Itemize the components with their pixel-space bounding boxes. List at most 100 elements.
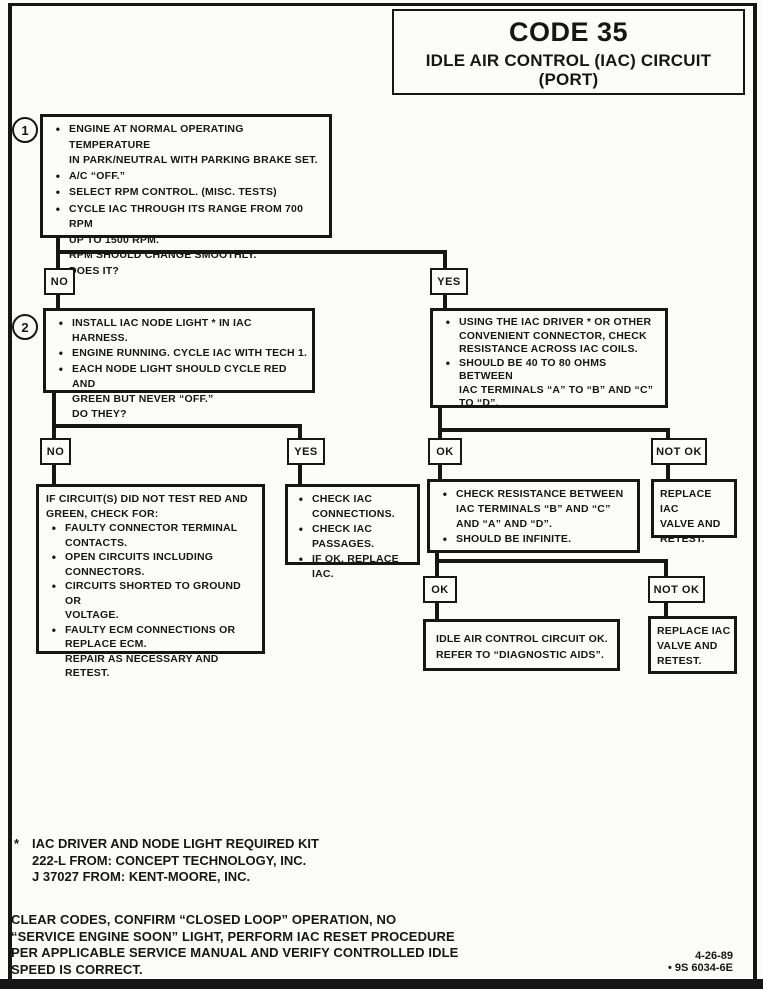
bullet-item: FAULTY CONNECTOR TERMINAL CONTACTS.: [43, 521, 258, 550]
page-border-left: [8, 3, 12, 979]
connector: [52, 424, 302, 428]
bullet-dot: [47, 169, 69, 186]
circuit-fail-bullets: FAULTY CONNECTOR TERMINAL CONTACTS. OPEN…: [39, 521, 262, 681]
decision-4-ok: OK: [423, 576, 457, 603]
page-border-right: [753, 3, 757, 979]
infinite-check-bullets: CHECK RESISTANCE BETWEEN IAC TERMINALS “…: [430, 482, 637, 548]
subtitle-line-1: IDLE AIR CONTROL (IAC) CIRCUIT: [425, 51, 712, 70]
coil-resistance-box: USING THE IAC DRIVER * OR OTHER CONVENIE…: [430, 308, 668, 411]
replace-iac-text: REPLACE IAC VALVE AND RETEST.: [657, 625, 731, 667]
title-box: CODE 35 IDLE AIR CONTROL (IAC) CIRCUIT (…: [392, 9, 745, 95]
connector: [438, 428, 442, 438]
replace-iac-box-2: REPLACE IAC VALVE AND RETEST.: [648, 616, 737, 674]
bullet-item: IF OK, REPLACE IAC.: [290, 552, 413, 582]
bullet-item: USING THE IAC DRIVER * OR OTHER CONVENIE…: [437, 316, 661, 357]
connector: [666, 428, 670, 438]
bullet-item: SHOULD BE 40 TO 80 OHMS BETWEEN IAC TERM…: [437, 357, 661, 411]
bullet-item: SELECT RPM CONTROL. (MISC. TESTS): [47, 185, 325, 202]
connector: [56, 250, 447, 254]
doc-info: 4-26-89 • 9S 6034-6E: [668, 950, 733, 974]
bottom-note: CLEAR CODES, CONFIRM “CLOSED LOOP” OPERA…: [11, 912, 459, 977]
connector: [664, 603, 668, 616]
page-subtitle: IDLE AIR CONTROL (IAC) CIRCUIT (PORT): [394, 51, 743, 89]
step-2-bullets: INSTALL IAC NODE LIGHT * IN IAC HARNESS.…: [46, 311, 312, 422]
connector: [52, 393, 56, 428]
bullet-dot: [43, 521, 65, 550]
doc-date: 4-26-89: [695, 950, 733, 962]
connector: [52, 465, 56, 484]
iac-check-box: CHECK IAC CONNECTIONS. CHECK IAC PASSAGE…: [285, 484, 420, 580]
connector: [56, 295, 60, 308]
connector: [664, 559, 668, 576]
page-border-bottom-bar: [0, 979, 763, 989]
bullet-item: FAULTY ECM CONNECTIONS OR REPLACE ECM. R…: [43, 623, 258, 681]
subtitle-line-2: (PORT): [538, 70, 599, 89]
bullet-dot: [47, 185, 69, 202]
footnote-asterisk: *: [14, 836, 20, 851]
replace-iac-box-1: REPLACE IAC VALVE AND RETEST.: [651, 479, 737, 545]
decision-3-not-ok: NOT OK: [651, 438, 707, 465]
bullet-dot: [50, 316, 72, 346]
circuit-ok-box: IDLE AIR CONTROL CIRCUIT OK. REFER TO “D…: [423, 619, 620, 671]
coil-resistance-bullets: USING THE IAC DRIVER * OR OTHER CONVENIE…: [433, 311, 665, 411]
bullet-dot: [43, 550, 65, 579]
connector: [56, 250, 60, 268]
bullet-item: CHECK RESISTANCE BETWEEN IAC TERMINALS “…: [434, 487, 633, 532]
bullet-dot: [434, 487, 456, 532]
bullet-dot: [437, 316, 459, 357]
circuit-ok-text: IDLE AIR CONTROL CIRCUIT OK. REFER TO “D…: [436, 633, 608, 661]
bullet-dot: [47, 122, 69, 169]
bullet-dot: [43, 623, 65, 681]
iac-check-bullets: CHECK IAC CONNECTIONS. CHECK IAC PASSAGE…: [288, 487, 417, 582]
bullet-item: A/C “OFF.”: [47, 169, 325, 186]
connector: [435, 603, 439, 619]
connector: [438, 408, 442, 432]
circuit-fail-intro: IF CIRCUIT(S) DID NOT TEST RED AND GREEN…: [46, 493, 248, 520]
bullet-item: ENGINE AT NORMAL OPERATING TEMPERATURE I…: [47, 122, 325, 169]
bullet-item: SHOULD BE INFINITE.: [434, 532, 633, 548]
bullet-item: CIRCUITS SHORTED TO GROUND OR VOLTAGE.: [43, 579, 258, 623]
step-2-box: INSTALL IAC NODE LIGHT * IN IAC HARNESS.…: [43, 308, 315, 420]
step-1-number: 1: [12, 117, 38, 143]
bullet-item: CHECK IAC CONNECTIONS.: [290, 492, 413, 522]
circuit-fail-box: IF CIRCUIT(S) DID NOT TEST RED AND GREEN…: [36, 484, 265, 679]
bullet-item: OPEN CIRCUITS INCLUDING CONNECTORS.: [43, 550, 258, 579]
connector: [435, 553, 439, 563]
decision-1-no: NO: [44, 268, 75, 295]
page-border-top: [8, 3, 756, 6]
doc-ref: • 9S 6034-6E: [667, 962, 733, 974]
infinite-check-box: CHECK RESISTANCE BETWEEN IAC TERMINALS “…: [427, 479, 640, 553]
connector: [666, 465, 670, 479]
step-2-number: 2: [12, 314, 38, 340]
page-title: CODE 35: [508, 17, 629, 47]
replace-iac-text: REPLACE IAC VALVE AND RETEST.: [660, 488, 721, 545]
step-1-bullets: ENGINE AT NORMAL OPERATING TEMPERATURE I…: [43, 117, 329, 279]
connector: [435, 559, 439, 576]
connector: [438, 428, 670, 432]
connector: [443, 250, 447, 268]
decision-2-no: NO: [40, 438, 71, 465]
bullet-dot: [434, 532, 456, 548]
bullet-item: CHECK IAC PASSAGES.: [290, 522, 413, 552]
bullet-dot: [50, 346, 72, 362]
footnote: * IAC DRIVER AND NODE LIGHT REQUIRED KIT…: [14, 836, 319, 886]
bullet-item: EACH NODE LIGHT SHOULD CYCLE RED AND GRE…: [50, 362, 308, 422]
bullet-item: CYCLE IAC THROUGH ITS RANGE FROM 700 RPM…: [47, 202, 325, 249]
connector: [56, 236, 60, 254]
bullet-dot: [290, 552, 312, 582]
bullet-dot: [43, 579, 65, 623]
decision-4-not-ok: NOT OK: [648, 576, 705, 603]
connector: [298, 424, 302, 438]
connector: [438, 465, 442, 479]
decision-3-ok: OK: [428, 438, 462, 465]
connector: [298, 465, 302, 484]
connector: [435, 559, 668, 563]
step-1-box: ENGINE AT NORMAL OPERATING TEMPERATURE I…: [40, 114, 332, 277]
bullet-item: ENGINE RUNNING. CYCLE IAC WITH TECH 1.: [50, 346, 308, 362]
decision-1-yes: YES: [430, 268, 468, 295]
footnote-text: IAC DRIVER AND NODE LIGHT REQUIRED KIT 2…: [32, 836, 319, 884]
connector: [52, 424, 56, 438]
connector: [443, 295, 447, 308]
bullet-dot: [290, 522, 312, 552]
